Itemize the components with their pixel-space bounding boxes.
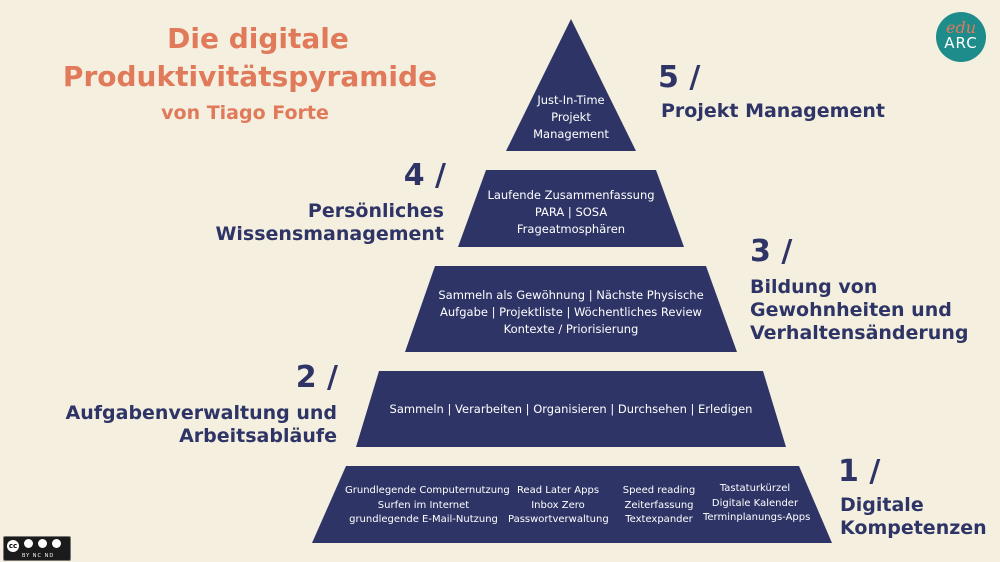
cc-license-badge: cc BY NC ND — [3, 536, 71, 561]
logo-text-edu: edu — [945, 18, 976, 37]
level-2-label: Aufgabenverwaltung und Arbeitsabläufe — [40, 402, 337, 448]
level-4-number: 4 / — [403, 158, 446, 193]
level-3-label-line: Bildung von — [750, 276, 878, 298]
level-5-line: Management — [533, 127, 609, 141]
level-1-number: 1 / — [838, 454, 881, 489]
pyramid-level-4 — [458, 170, 684, 247]
level-1-column-1: Grundlegende Computernutzung Surfen im I… — [345, 484, 510, 528]
level-2-number: 2 / — [295, 360, 338, 395]
level-1-column-3: Speed reading Zeiterfassung Textexpander — [619, 484, 699, 528]
level-5-label-line: Projekt Management — [661, 100, 885, 122]
cc-icon: cc — [7, 540, 19, 552]
level-2-text: Sammeln | Verarbeiten | Organisieren | D… — [360, 401, 782, 418]
pyramid-level-3 — [405, 266, 737, 352]
level-1-item: Zeiterfassung — [624, 499, 694, 511]
level-3-line: Kontexte / Priorisierung — [503, 322, 639, 336]
level-4-label-line: Persönliches — [307, 200, 444, 222]
level-1-item: Read Later Apps — [516, 485, 600, 496]
level-3-line: Sammeln als Gewöhnung | Nächste Physisch… — [438, 288, 704, 302]
pyramid-level-1 — [312, 466, 832, 543]
nc-icon — [38, 539, 47, 548]
by-icon — [24, 539, 33, 548]
pyramid-level-5 — [506, 19, 636, 151]
level-1-item: Grundlegende Computernutzung — [345, 485, 510, 496]
level-2-label-line: Arbeitsabläufe — [179, 425, 337, 447]
level-1-item: Textexpander — [625, 514, 693, 525]
level-4-label-line: Wissensmanagement — [215, 223, 444, 245]
nd-icon — [52, 539, 61, 548]
level-5-number: 5 / — [658, 60, 701, 95]
level-5-line: Just-In-Time — [537, 93, 605, 107]
level-4-line: Frageatmosphären — [516, 222, 626, 236]
level-1-item: Surfen im Internet — [377, 499, 470, 511]
level-3-number: 3 / — [750, 234, 793, 269]
pyramid-level-2 — [356, 371, 786, 447]
level-4-line: PARA | SOSA — [534, 205, 608, 219]
title-byline: von Tiago Forte — [161, 102, 329, 124]
level-1-label-line: Kompetenzen — [840, 517, 987, 539]
level-1-label-line: Digitale — [840, 494, 924, 516]
level-1-item: Terminplanungs-Apps — [703, 512, 811, 523]
level-1-item: Digitale Kalender — [711, 497, 799, 509]
level-2-line: Sammeln | Verarbeiten | Organisieren | D… — [389, 402, 753, 416]
level-3-label-line: Verhaltensänderung — [750, 322, 969, 344]
level-3-label: Bildung von Gewohnheiten und Verhaltensä… — [750, 276, 968, 345]
level-1-item: Speed reading — [622, 485, 696, 496]
title-line-1: Die digitale — [167, 22, 349, 55]
level-2-label-line: Aufgabenverwaltung und — [65, 402, 337, 424]
title-line-2: Produktivitätspyramide — [62, 60, 438, 93]
level-5-label: Projekt Management — [661, 100, 885, 123]
level-3-label-line: Gewohnheiten und — [750, 299, 952, 321]
level-1-column-4: Tastaturkürzel Digitale Kalender Terminp… — [703, 482, 811, 526]
level-1-column-2: Read Later Apps Inbox Zero Passwortverwa… — [508, 484, 609, 528]
level-4-line: Laufende Zusammenfassung — [487, 188, 655, 202]
logo-text-arc: ARC — [944, 34, 978, 52]
cc-license-tags: BY NC ND — [22, 553, 55, 559]
eduarc-logo: edu ARC — [936, 12, 986, 62]
level-4-label: Persönliches Wissensmanagement — [190, 200, 444, 246]
level-1-item: Inbox Zero — [531, 499, 585, 511]
level-1-item: Tastaturkürzel — [719, 483, 791, 494]
level-3-line: Aufgabe | Projektliste | Wöchentliches R… — [440, 305, 702, 319]
level-1-item: grundlegende E-Mail-Nutzung — [349, 514, 498, 525]
level-5-text: Just-In-Time Projekt Management — [521, 92, 621, 143]
level-1-label: Digitale Kompetenzen — [840, 494, 987, 540]
level-4-text: Laufende Zusammenfassung PARA | SOSA Fra… — [468, 187, 674, 238]
level-5-line: Projekt — [551, 110, 591, 124]
level-1-item: Passwortverwaltung — [508, 514, 609, 525]
level-3-text: Sammeln als Gewöhnung | Nächste Physisch… — [420, 287, 722, 338]
